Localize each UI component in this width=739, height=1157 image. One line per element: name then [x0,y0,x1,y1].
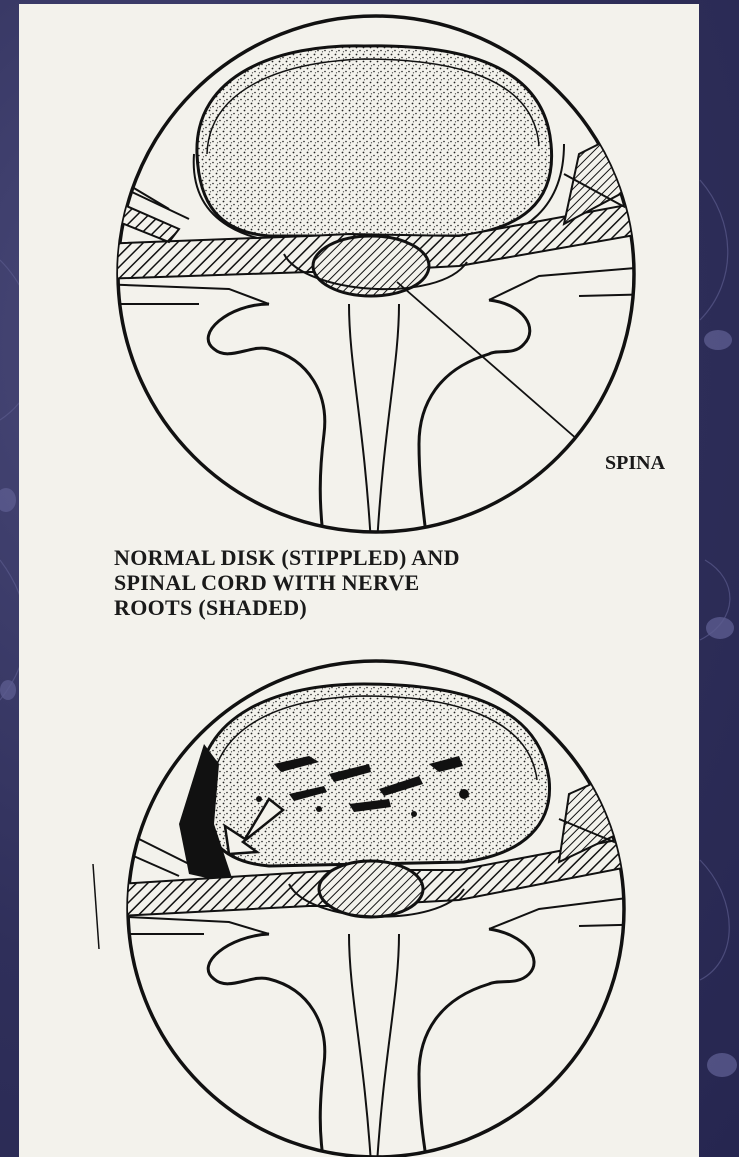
spinal-cord-label: SPINA [605,452,665,475]
herniated-disk-stippled [199,684,550,866]
normal-disk-stippled [197,46,552,236]
caption-line: SPINAL CORD WITH NERVE [114,570,674,595]
caption-line: ROOTS (SHADED) [114,595,674,620]
normal-disk-cross-section [99,16,669,544]
scanned-diagram-page: SPINA NORMAL DISK (STIPPLED) AND SPINAL … [19,4,699,1157]
compressed-spinal-cord [319,861,423,917]
caption-line: NORMAL DISK (STIPPLED) AND [114,545,674,570]
herniated-disk-cross-section [93,661,669,1157]
figure-caption: NORMAL DISK (STIPPLED) AND SPINAL CORD W… [114,545,674,620]
